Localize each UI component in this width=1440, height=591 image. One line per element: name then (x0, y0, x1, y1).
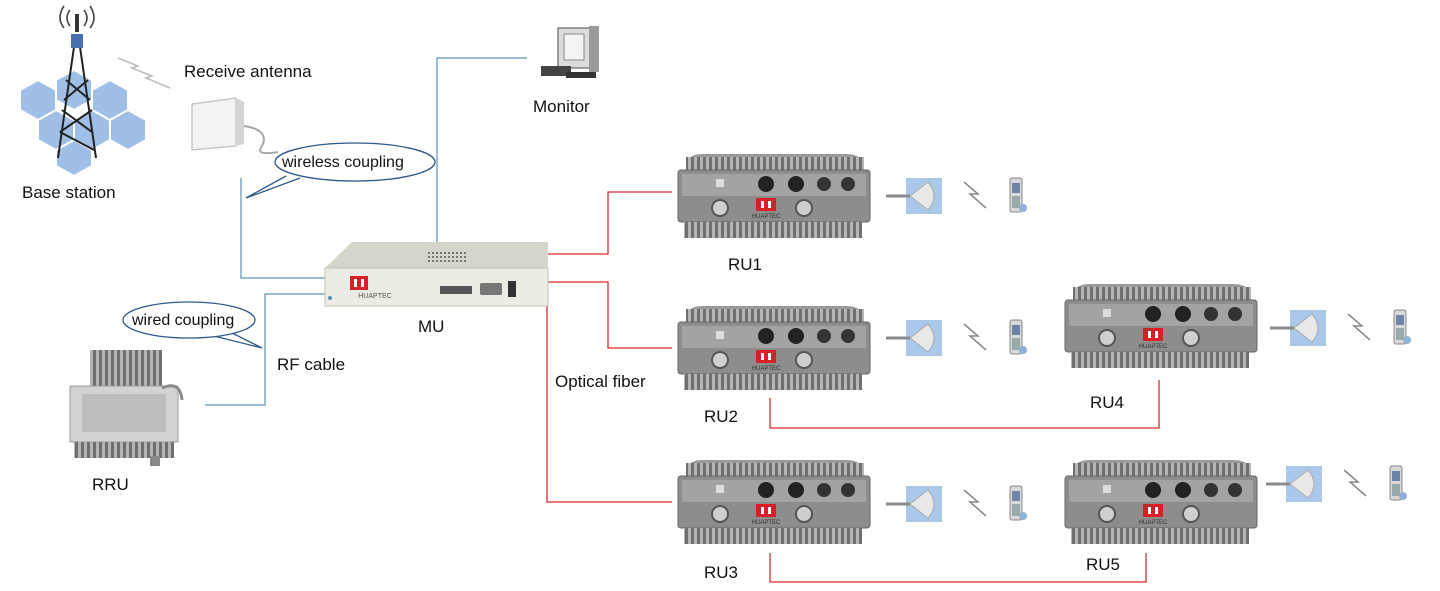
rf-link-rru-mu (205, 293, 325, 406)
fiber-links (546, 191, 1160, 583)
wireless-signal-icon (117, 57, 171, 89)
mu-device: HUAPTEC (324, 242, 549, 307)
monitor-icon (541, 26, 599, 78)
wired-coupling-label: wired coupling (132, 312, 235, 329)
mu-label: MU (418, 317, 445, 336)
ru2-label: RU2 (704, 407, 739, 426)
wireless-coupling-label: wireless coupling (282, 154, 404, 171)
fiber-mu-ru3 (546, 300, 672, 503)
fiber-ru2-ru4 (769, 380, 1160, 429)
rf-link-monitor-mu (436, 57, 527, 246)
ru5-device (1064, 459, 1258, 545)
ru3-device (677, 459, 871, 545)
receive-antenna-icon (191, 97, 279, 155)
wireless-coupling-bubble (245, 142, 436, 199)
ru1-label: RU1 (728, 255, 763, 274)
ru3-antenna-phone-icon (884, 484, 1029, 524)
fiber-mu-ru2 (547, 281, 672, 349)
ru2-antenna-phone-icon (884, 318, 1029, 358)
rf-link-antenna-mu (240, 178, 325, 279)
base-station-icon (19, 5, 147, 178)
ru4-label: RU4 (1090, 393, 1125, 412)
ru3-label: RU3 (704, 563, 739, 582)
rf-cable-label: RF cable (277, 355, 346, 374)
rru-device (69, 350, 184, 466)
fiber-ru3-ru5 (769, 553, 1147, 583)
fiber-mu-ru1 (547, 191, 672, 255)
base-station-label: Base station (22, 183, 116, 202)
rru-label: RRU (92, 475, 129, 494)
receive-antenna-label: Receive antenna (184, 62, 312, 81)
ru4-device (1064, 283, 1258, 369)
svg-text:HUAPTEC: HUAPTEC (358, 293, 391, 300)
rf-links (205, 57, 527, 406)
ru1-antenna-phone-icon (884, 176, 1029, 216)
ru2-device (677, 305, 871, 391)
wired-coupling-bubble (122, 301, 263, 349)
ru1-device (677, 153, 871, 239)
optical-fiber-label: Optical fiber (555, 372, 646, 391)
ru5-label: RU5 (1086, 555, 1121, 574)
ru5-antenna-phone-icon (1264, 464, 1409, 504)
ru4-antenna-phone-icon (1268, 308, 1413, 348)
monitor-label: Monitor (533, 97, 590, 116)
